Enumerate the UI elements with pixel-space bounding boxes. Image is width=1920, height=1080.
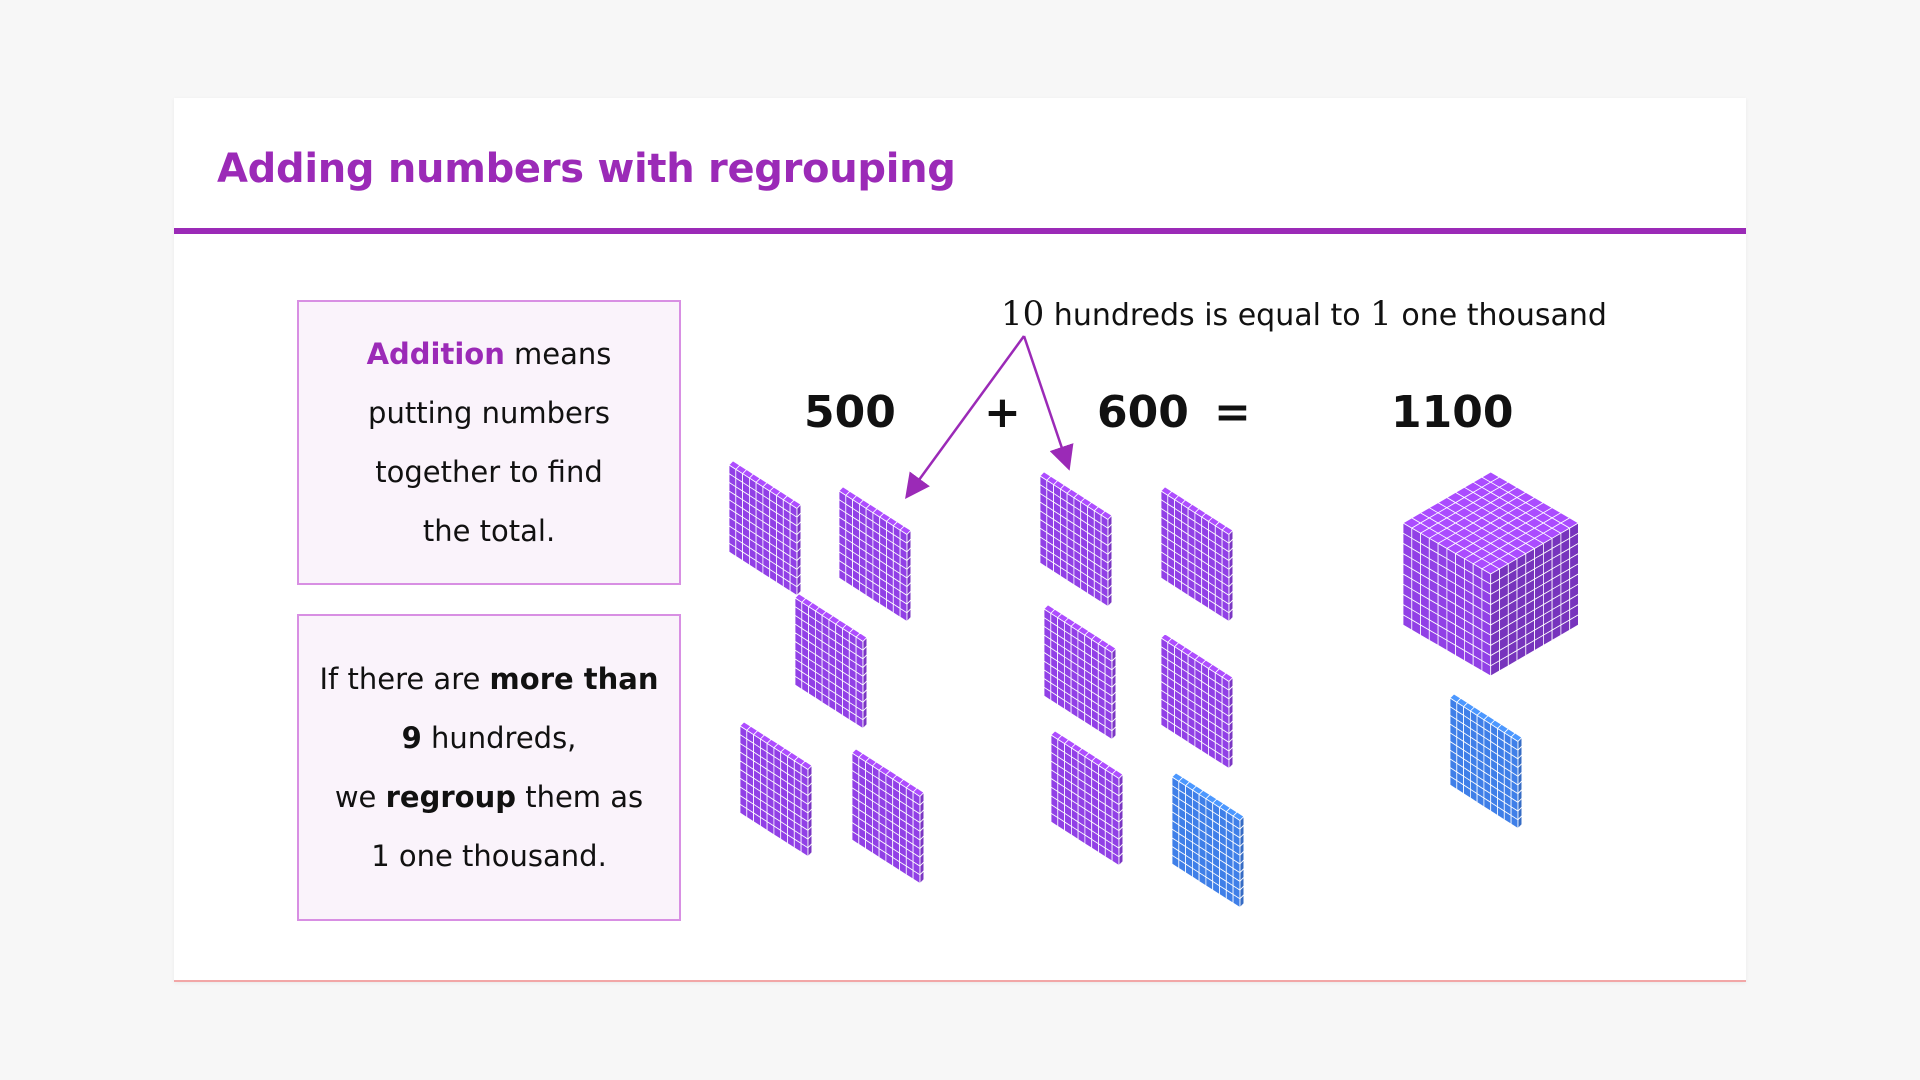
box2-line1: If there are more than xyxy=(320,650,659,709)
addend-a: 500 xyxy=(804,387,896,438)
box1-line1-rest: means xyxy=(504,336,612,371)
box1-line2: putting numbers xyxy=(368,395,610,430)
regroup-note: 10 hundreds is equal to 1 one thousand xyxy=(1001,294,1607,334)
hundred-flat-a-5 xyxy=(851,748,925,885)
box1-line4: the total. xyxy=(422,513,556,548)
regroup-arrows xyxy=(905,335,1074,500)
hundred-flat-a-2 xyxy=(838,486,912,623)
hundred-flat-b-5 xyxy=(1050,730,1124,867)
box1-line3: together to find xyxy=(375,454,603,489)
hundred-flat-b-6 xyxy=(1171,772,1245,909)
note-ten: 10 xyxy=(1001,294,1045,334)
arrow-to-addend-b xyxy=(1022,335,1074,471)
arrow-to-addend-a xyxy=(905,335,1026,500)
hundred-flat-b-4 xyxy=(1160,633,1234,770)
plus-sign: + xyxy=(984,387,1021,438)
thousand-cube xyxy=(1402,471,1580,677)
box2-line3: we regroup them as xyxy=(335,768,643,827)
box1-line1: Addition means xyxy=(367,325,612,384)
result-value: 1100 xyxy=(1391,387,1514,438)
more-than-keyword: more than xyxy=(489,661,659,696)
result-hundred-flat xyxy=(1449,693,1523,830)
regroup-keyword: regroup xyxy=(385,779,516,814)
hundred-flat-b-2 xyxy=(1160,486,1234,623)
hundred-flat-b-1 xyxy=(1039,471,1113,608)
note-mid: hundreds is equal to xyxy=(1044,298,1371,333)
box2-line2: 9 hundreds, xyxy=(402,709,577,768)
regroup-rule-box: If there are more than 9 hundreds, we re… xyxy=(297,614,681,921)
slide: Adding numbers with regrouping Addition … xyxy=(174,98,1746,982)
note-one: 1 xyxy=(1370,294,1392,334)
hundred-flat-a-1 xyxy=(728,460,802,597)
hundred-flat-a-4 xyxy=(739,721,813,858)
title-divider xyxy=(174,228,1746,234)
nine-keyword: 9 xyxy=(401,720,422,755)
addition-definition-box: Addition means putting numbers together … xyxy=(297,300,681,585)
hundred-flat-a-3 xyxy=(794,593,868,730)
addition-keyword: Addition xyxy=(366,336,505,371)
box2-line4: 1 one thousand. xyxy=(371,838,607,873)
box2-line2-rest: hundreds, xyxy=(421,720,577,755)
box2-line1-pre: If there are xyxy=(319,661,490,696)
base-ten-blocks xyxy=(728,335,1580,909)
slide-title: Adding numbers with regrouping xyxy=(217,146,956,192)
addend-b: 600 xyxy=(1097,387,1189,438)
equals-sign: = xyxy=(1214,387,1251,438)
box2-line3-pre: we xyxy=(334,779,386,814)
box2-line3-rest: them as xyxy=(515,779,644,814)
hundred-flat-b-3 xyxy=(1043,604,1117,741)
note-end: one thousand xyxy=(1391,298,1607,333)
